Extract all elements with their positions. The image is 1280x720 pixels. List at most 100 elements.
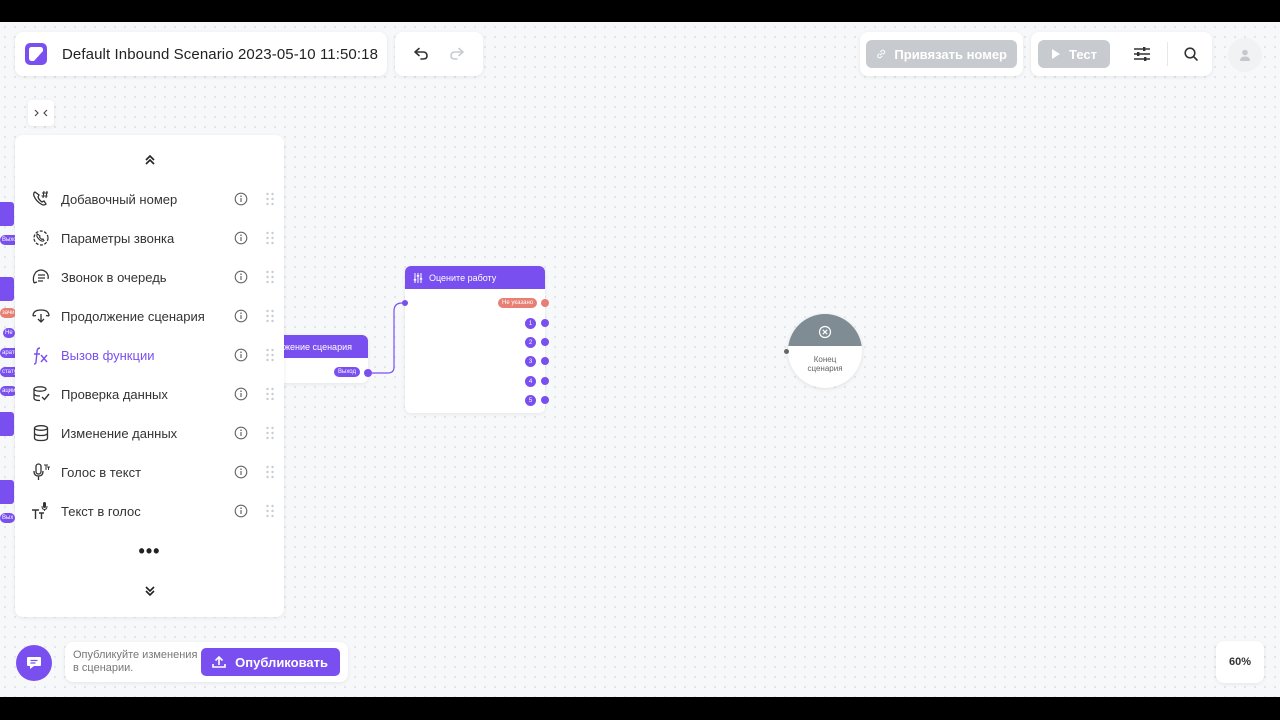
- info-icon[interactable]: [234, 231, 248, 245]
- search-icon: [1184, 47, 1199, 61]
- sidebar-item-call-params[interactable]: Параметры звонка: [29, 222, 275, 254]
- info-icon[interactable]: [234, 309, 248, 323]
- node-rate-title: Оцените работу: [429, 272, 497, 283]
- drag-handle-icon[interactable]: [265, 387, 275, 401]
- end-call-icon: [818, 325, 832, 339]
- call-settings-icon: [29, 226, 53, 250]
- canvas[interactable]: Выхо зачи Не аратор статус ации Вых жени…: [0, 22, 1280, 697]
- undo-button[interactable]: [407, 40, 435, 68]
- output-number: 5: [525, 395, 536, 406]
- node-continue-scenario[interactable]: жение сценария Выход: [270, 335, 368, 383]
- upload-icon: [212, 655, 226, 668]
- sidebar-item-data-edit[interactable]: Изменение данных: [29, 417, 275, 449]
- scroll-up-button[interactable]: [15, 154, 284, 166]
- info-icon[interactable]: [234, 270, 248, 284]
- sidebar-item-label: Голос в текст: [61, 464, 142, 480]
- drag-handle-icon[interactable]: [265, 426, 275, 440]
- collapse-panel-button[interactable]: [28, 100, 54, 126]
- sidebar-item-data-check[interactable]: Проверка данных: [29, 378, 275, 410]
- chat-icon: [27, 657, 41, 669]
- right-toolbar: Тест: [1031, 32, 1212, 76]
- bind-number-button[interactable]: Привязать номер: [866, 40, 1017, 68]
- app-logo-icon: [25, 43, 47, 65]
- info-icon[interactable]: [234, 465, 248, 479]
- output-pill: Выход: [334, 367, 360, 377]
- output-port[interactable]: [541, 338, 549, 346]
- node-continue-title: жение сценария: [270, 335, 368, 358]
- redo-button[interactable]: [443, 40, 471, 68]
- input-port[interactable]: [402, 300, 408, 306]
- not-pressed-pill: Не указано: [498, 298, 538, 308]
- connector-line: [368, 302, 406, 374]
- double-chevron-down-icon: [144, 586, 155, 597]
- toolbar-divider: [1167, 42, 1168, 66]
- sidebar-item-label: Текст в голос: [61, 503, 141, 519]
- drag-handle-icon[interactable]: [265, 270, 275, 284]
- sidebar-item-label: Продолжение сценария: [61, 308, 205, 324]
- output-port[interactable]: [541, 319, 549, 327]
- drag-handle-icon[interactable]: [265, 348, 275, 362]
- end-node-line2: сценария: [807, 364, 843, 373]
- publish-button[interactable]: Опубликовать: [201, 648, 340, 676]
- scenario-title: Default Inbound Scenario 2023-05-10 11:5…: [62, 45, 379, 63]
- more-blocks-button[interactable]: •••: [138, 541, 161, 561]
- function-icon: [29, 343, 53, 367]
- node-end-scenario[interactable]: Конец сценария: [788, 314, 862, 388]
- support-chat-button[interactable]: [16, 645, 52, 681]
- drag-handle-icon[interactable]: [265, 231, 275, 245]
- sidebar-item-call-queue[interactable]: Звонок в очередь: [29, 261, 275, 293]
- sidebar-item-speech-to-text[interactable]: Голос в текст: [29, 456, 275, 488]
- output-port[interactable]: [541, 396, 549, 404]
- bind-number-card: Привязать номер: [860, 32, 1023, 76]
- drag-handle-icon[interactable]: [265, 192, 275, 206]
- sidebar-item-label: Проверка данных: [61, 386, 168, 402]
- sidebar-item-label: Добавочный номер: [61, 191, 178, 207]
- publish-card: Опубликуйте изменения в сценарии. Опубли…: [65, 642, 348, 682]
- search-button[interactable]: [1178, 40, 1205, 68]
- output-number: 4: [525, 376, 536, 387]
- sidebar-item-extension-number[interactable]: Добавочный номер: [29, 183, 275, 215]
- data-check-icon: [29, 382, 53, 406]
- drag-handle-icon[interactable]: [265, 504, 275, 518]
- sidebar-item-label: Вызов функции: [61, 347, 155, 363]
- info-icon[interactable]: [234, 192, 248, 206]
- sidebar-item-text-to-speech[interactable]: Текст в голос: [29, 495, 275, 527]
- drag-handle-icon[interactable]: [265, 309, 275, 323]
- node-rate-work[interactable]: Оцените работу Не указано 1 2 3 4 5: [405, 266, 545, 413]
- drag-handle-icon[interactable]: [265, 465, 275, 479]
- info-icon[interactable]: [234, 348, 248, 362]
- output-port[interactable]: [541, 377, 549, 385]
- scenario-continue-icon: [29, 304, 53, 328]
- info-icon[interactable]: [234, 387, 248, 401]
- input-port[interactable]: [784, 349, 789, 354]
- double-chevron-up-icon: [144, 154, 155, 165]
- info-icon[interactable]: [234, 426, 248, 440]
- call-queue-icon: [29, 265, 53, 289]
- settings-button[interactable]: [1128, 40, 1155, 68]
- scroll-down-button[interactable]: [15, 585, 284, 597]
- sliders-icon: [1133, 47, 1150, 61]
- data-edit-icon: [29, 421, 53, 445]
- sidebar-item-scenario-continue[interactable]: Продолжение сценария: [29, 300, 275, 332]
- sidebar-item-function-call[interactable]: Вызов функции: [29, 339, 275, 371]
- test-button[interactable]: Тест: [1038, 40, 1111, 68]
- undo-icon: [414, 47, 428, 60]
- output-port[interactable]: [541, 299, 549, 307]
- settings-sliders-icon: [413, 272, 423, 283]
- history-controls: [395, 32, 483, 76]
- publish-hint: Опубликуйте изменения в сценарии.: [73, 649, 198, 674]
- collapse-icon: [34, 109, 48, 117]
- bind-number-label: Привязать номер: [894, 46, 1007, 62]
- zoom-level[interactable]: 60%: [1216, 641, 1264, 683]
- redo-icon: [450, 47, 464, 60]
- sidebar-item-label: Параметры звонка: [61, 230, 175, 246]
- phone-extension-icon: [29, 187, 53, 211]
- output-number: 3: [525, 356, 536, 367]
- output-port[interactable]: [364, 369, 372, 377]
- user-avatar[interactable]: [1228, 38, 1262, 72]
- test-label: Тест: [1069, 46, 1097, 62]
- info-icon[interactable]: [234, 504, 248, 518]
- text-to-speech-icon: [29, 499, 53, 523]
- output-port[interactable]: [541, 357, 549, 365]
- link-icon: [877, 49, 886, 59]
